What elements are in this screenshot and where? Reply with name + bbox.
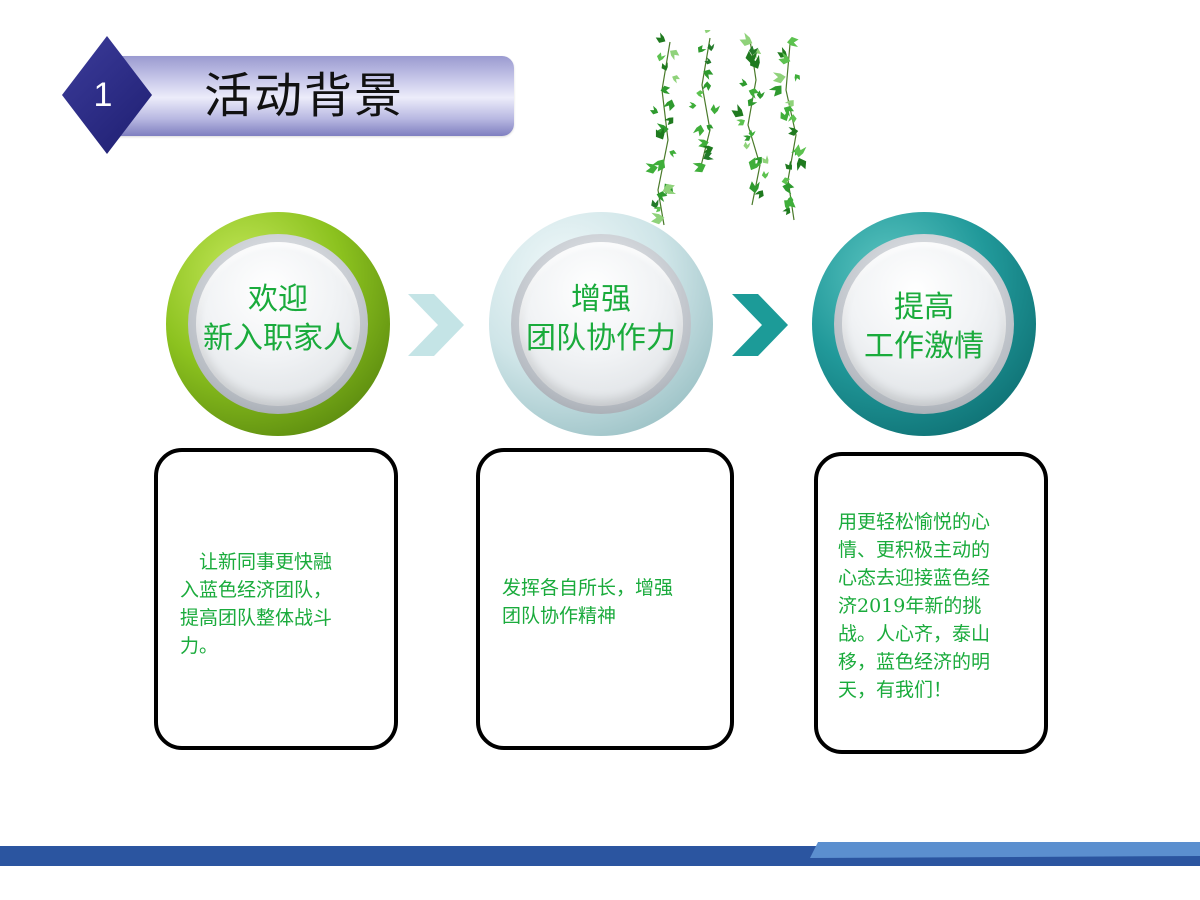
- circle-welcome: 欢迎 新入职家人: [166, 212, 390, 436]
- circle-label-line2: 团队协作力: [526, 321, 676, 356]
- circle-label-line2: 工作激情: [864, 329, 984, 364]
- ivy-leaf: [748, 45, 759, 56]
- slide-number: 1: [93, 76, 113, 114]
- ivy-leaf: [753, 156, 762, 165]
- box-text-welcome: 让新同事更快融 入蓝色经济团队， 提高团队整体战斗 力。: [180, 551, 333, 657]
- ivy-leaf: [655, 32, 666, 43]
- ivy-leaf: [664, 117, 674, 126]
- text-box-teamwork: [476, 448, 734, 750]
- circle-label-line1: 提高: [894, 290, 954, 325]
- ivy-leaf: [788, 114, 797, 124]
- chevron-right-icon: [408, 294, 464, 356]
- ivy-leaf: [649, 105, 659, 115]
- ivy-leaf: [703, 69, 714, 80]
- ivy-leaf: [697, 139, 709, 148]
- ivy-leaf: [710, 104, 721, 115]
- ivy-leaf: [787, 36, 799, 48]
- ivy-leaf: [784, 199, 796, 214]
- ivy-leaf: [761, 170, 769, 179]
- circle-face: [519, 242, 683, 406]
- ivy-leaf: [651, 199, 659, 209]
- ivy-leaf: [794, 74, 800, 82]
- ivy-leaf: [778, 52, 791, 65]
- circle-passion: 提高 工作激情: [812, 212, 1036, 436]
- ivy-leaf: [748, 157, 763, 171]
- ivy-leaf: [704, 30, 713, 34]
- ivy-leaf: [651, 159, 666, 172]
- ivy-leaf: [768, 85, 782, 97]
- ivy-leaf: [782, 182, 795, 195]
- chevron-right-icon: [732, 294, 788, 356]
- ivy-leaf: [653, 206, 661, 213]
- ivy-leaf: [702, 145, 714, 154]
- ivy-leaf: [736, 119, 745, 126]
- bottom-stripe: [0, 842, 1200, 866]
- title-banner: [108, 56, 514, 136]
- ivy-leaf: [743, 141, 751, 150]
- ivy-leaf: [660, 85, 671, 95]
- ivy-leaf: [656, 191, 668, 203]
- ivy-leaf: [707, 43, 715, 52]
- ivy-leaf: [747, 97, 758, 107]
- ivy-leaf: [739, 78, 748, 87]
- ivy-leaf: [783, 105, 794, 117]
- ivy-leaf: [739, 32, 753, 46]
- ivy-leaf: [656, 52, 666, 62]
- ivy-leaf: [780, 109, 789, 121]
- ivy-leaf: [696, 90, 705, 98]
- ivy-leaf: [662, 184, 677, 194]
- ivy-leaf: [704, 57, 712, 65]
- text-box-welcome: [154, 448, 398, 750]
- circle-label: 增强 团队协作力: [489, 280, 713, 358]
- ivy-leaf: [748, 88, 760, 99]
- circle-label: 提高 工作激情: [812, 288, 1036, 366]
- box-text-teamwork: 发挥各自所长，增强 团队协作精神: [502, 577, 674, 627]
- ivy-leaf: [748, 129, 756, 137]
- ivy-leaf: [781, 177, 791, 185]
- circle-teamwork: 增强 团队协作力: [489, 212, 713, 436]
- box-text-passion: 用更轻松愉悦的心 情、更积极主动的 心态去迎接蓝色经 济2019年新的挑 战。人…: [838, 511, 991, 701]
- ivy-leaves-icon: [645, 30, 807, 226]
- circle-label: 欢迎 新入职家人: [166, 280, 390, 358]
- ivy-leaf: [692, 124, 705, 137]
- ivy-leaf: [782, 208, 791, 216]
- ivy-leaf: [672, 75, 680, 84]
- ivy-leaf: [754, 190, 764, 199]
- circle-label-line1: 增强: [571, 282, 631, 317]
- ivy-leaf: [756, 90, 765, 99]
- ivy-leaf: [794, 144, 807, 158]
- slide-title: 活动背景: [204, 68, 405, 124]
- ivy-leaf: [703, 152, 714, 160]
- ivy-leaf: [661, 62, 668, 71]
- ivy-leaf: [669, 150, 677, 158]
- ivy-leaf: [692, 162, 706, 173]
- circle-face: [842, 242, 1006, 406]
- ivy-leaf: [645, 163, 658, 174]
- ivy-leaf: [749, 181, 760, 194]
- ivy-leaf: [784, 100, 794, 108]
- circle-label-line2: 新入职家人: [203, 321, 353, 356]
- ivy-leaf: [796, 157, 807, 171]
- ivy-leaf: [785, 160, 793, 170]
- ivy-leaf: [697, 45, 707, 53]
- ivy-leaf: [702, 81, 712, 91]
- circle-face: [196, 242, 360, 406]
- ivy-leaf: [706, 124, 714, 132]
- ivy-leaf: [750, 54, 760, 69]
- ivy-leaf: [762, 155, 769, 164]
- ivy-leaf: [772, 72, 786, 84]
- circle-label-line1: 欢迎: [248, 282, 308, 317]
- ivy-leaf: [670, 49, 680, 61]
- ivy-leaf: [745, 50, 758, 64]
- ivy-leaf: [731, 104, 744, 118]
- ivy-leaf: [663, 99, 675, 111]
- ivy-leaf: [788, 127, 799, 136]
- ivy-leaf: [743, 135, 751, 141]
- text-box-passion: [814, 452, 1048, 754]
- ivy-leaf: [655, 127, 665, 140]
- ivy-leaf: [651, 212, 665, 225]
- ivy-leaf: [688, 101, 697, 109]
